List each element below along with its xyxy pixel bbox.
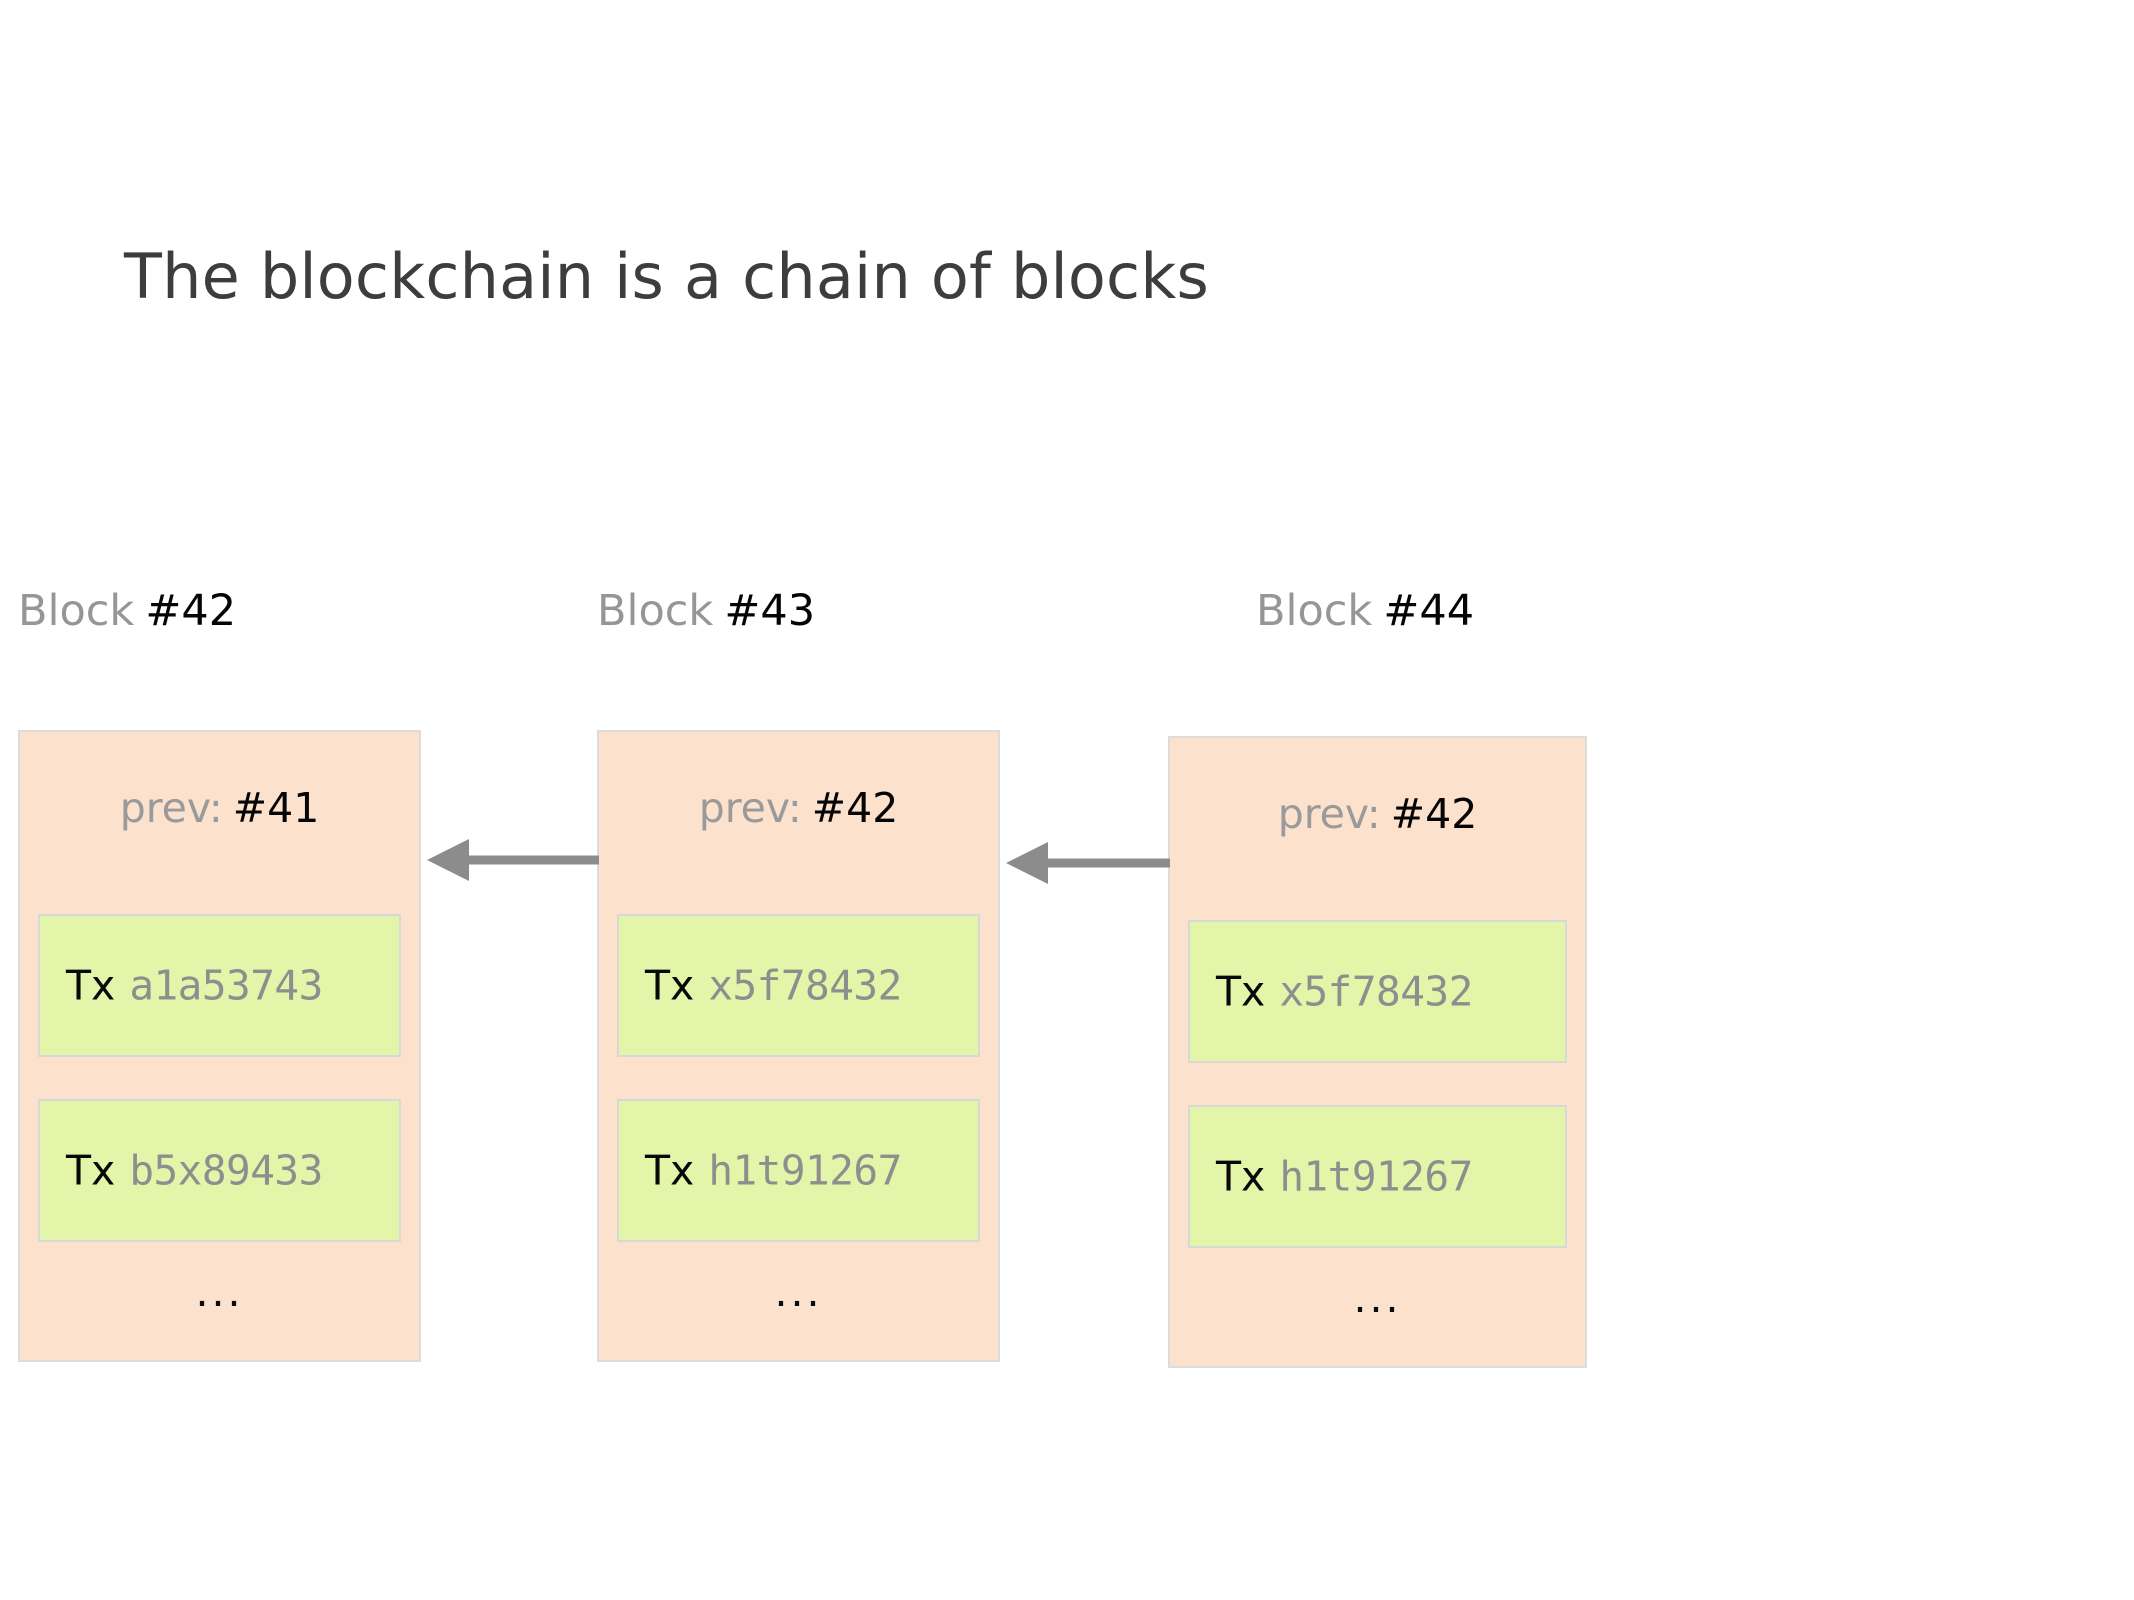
- block-caption-number: #42: [145, 586, 237, 636]
- prev-value: #42: [811, 784, 899, 832]
- block-caption-42: Block#42: [18, 590, 236, 633]
- block-caption-word: Block: [18, 586, 135, 636]
- tx-label: Tx: [66, 1146, 116, 1194]
- prev-pointer-44: prev:#42: [1170, 794, 1585, 835]
- tx-hash: x5f78432: [1279, 967, 1473, 1015]
- more-transactions-ellipsis: ...: [1353, 1274, 1402, 1322]
- block-caption-number: #43: [724, 586, 816, 636]
- block-caption-number: #44: [1383, 586, 1475, 636]
- more-transactions-ellipsis: ...: [774, 1268, 823, 1316]
- tx-hash: h1t91267: [708, 1146, 902, 1194]
- transaction-row[interactable]: Tx x5f78432: [617, 914, 980, 1057]
- transaction-row[interactable]: Tx x5f78432: [1188, 920, 1567, 1063]
- prev-label: prev:: [698, 784, 802, 832]
- transaction-row[interactable]: Tx h1t91267: [1188, 1105, 1567, 1248]
- block-body-43[interactable]: prev:#42 Tx x5f78432 Tx h1t91267 ...: [597, 730, 1000, 1362]
- block-body-44[interactable]: prev:#42 Tx x5f78432 Tx h1t91267 ...: [1168, 736, 1587, 1368]
- prev-label: prev:: [119, 784, 223, 832]
- chain-link-arrow-43-to-42: [427, 839, 599, 881]
- tx-label: Tx: [1216, 967, 1266, 1015]
- tx-hash: b5x89433: [129, 1146, 323, 1194]
- tx-label: Tx: [66, 961, 116, 1009]
- tx-label: Tx: [1216, 1152, 1266, 1200]
- tx-hash: x5f78432: [708, 961, 902, 1009]
- block-body-42[interactable]: prev:#41 Tx a1a53743 Tx b5x89433 ...: [18, 730, 421, 1362]
- prev-value: #42: [1390, 790, 1478, 838]
- transaction-row[interactable]: Tx a1a53743: [38, 914, 401, 1057]
- block-caption-word: Block: [597, 586, 714, 636]
- tx-label: Tx: [645, 1146, 695, 1194]
- tx-hash: a1a53743: [129, 961, 323, 1009]
- prev-pointer-42: prev:#41: [20, 788, 419, 829]
- prev-value: #41: [232, 784, 320, 832]
- block-caption-43: Block#43: [597, 590, 815, 633]
- block-caption-44: Block#44: [1256, 590, 1474, 633]
- prev-pointer-43: prev:#42: [599, 788, 998, 829]
- prev-label: prev:: [1277, 790, 1381, 838]
- block-caption-word: Block: [1256, 586, 1373, 636]
- transaction-row[interactable]: Tx b5x89433: [38, 1099, 401, 1242]
- more-transactions-ellipsis: ...: [195, 1268, 244, 1316]
- chain-link-arrow-44-to-42: [1006, 842, 1170, 884]
- transaction-row[interactable]: Tx h1t91267: [617, 1099, 980, 1242]
- tx-hash: h1t91267: [1279, 1152, 1473, 1200]
- page-title: The blockchain is a chain of blocks: [124, 239, 1209, 313]
- tx-label: Tx: [645, 961, 695, 1009]
